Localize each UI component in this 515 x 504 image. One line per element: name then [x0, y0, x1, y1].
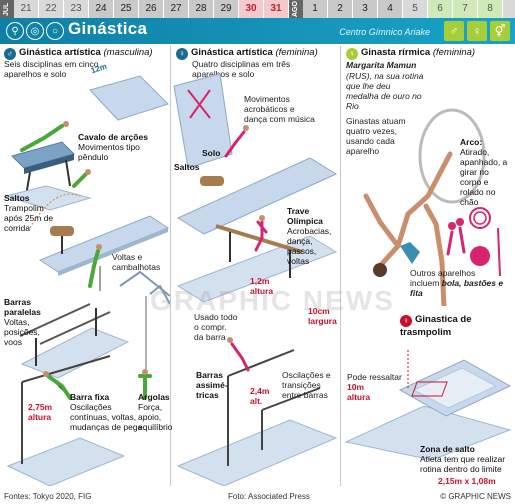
hbar-height: 2,75m altura — [28, 402, 53, 422]
section-title-men: ♂Ginástica artística (masculina) — [4, 47, 153, 60]
jump-zone-size: 2,15m x 1,08m — [438, 476, 496, 486]
men-description: Seis disciplinas em cinco aparelhos e so… — [4, 59, 99, 79]
other-apparatus: Outros aparelhos incluem bola, bastões e… — [410, 268, 504, 298]
beam-height: 1,2m altura — [250, 276, 274, 296]
day-cell: 2 — [328, 0, 353, 18]
title-bar: ⚲ ◎ ○ Ginástica Centro Gímnico Ariake ♂ … — [0, 18, 515, 44]
day-cell: 21 — [14, 0, 39, 18]
floor-note: Movimentos acrobáticos e dança com músic… — [244, 94, 315, 124]
ubars-height: 2,4m alt. — [250, 386, 270, 406]
ubars-label: Barras assimé-tricas — [196, 370, 228, 400]
watermark: GRAPHIC NEWS — [150, 285, 395, 316]
gymnast-icon: ♀ — [346, 48, 358, 60]
date-bar: JUL 21 22 23 24 25 26 27 28 29 30 31 AGO… — [0, 0, 515, 18]
day-cell: 23 — [64, 0, 89, 18]
day-cell: 29 — [214, 0, 239, 18]
venue-label: Centro Gímnico Ariake — [339, 27, 430, 37]
woman-icon: ♀ — [467, 21, 487, 41]
day-cell: 7 — [453, 0, 478, 18]
rings-note: Voltas e cambalhotas — [112, 252, 161, 272]
footer-photo: Foto: Associated Press — [228, 492, 310, 501]
rhythmic-art — [363, 108, 501, 306]
ubars-note: Oscilações e transições entre barras — [282, 370, 331, 400]
athlete-name: Margarita Mamun — [346, 60, 417, 70]
month-jul: JUL — [0, 0, 14, 18]
mixed-icon: ⚥ — [490, 21, 510, 41]
day-cell: 5 — [403, 0, 428, 18]
day-cell: 1 — [303, 0, 328, 18]
day-cell: 26 — [139, 0, 164, 18]
rings-icon: ◎ — [26, 22, 44, 40]
day-cell: 6 — [428, 0, 453, 18]
beam-width: 10cm largura — [308, 306, 337, 326]
trampoline-height-note: Pode ressaltar — [347, 372, 402, 382]
day-cell: 31 — [264, 0, 289, 18]
page-title: Ginástica — [68, 19, 148, 38]
quartet-note: Ginastas atuam quatro vezes, usando cada… — [346, 116, 406, 156]
day-cell: 3 — [353, 0, 378, 18]
trampoline-icon: ♀ — [400, 315, 412, 327]
floor-label: Solo — [202, 148, 221, 158]
day-cell: 8 — [478, 0, 503, 18]
trampoline-height: 10m altura — [347, 382, 371, 402]
men-apparatus-art — [4, 75, 170, 486]
footer-sources: Fontes: Tokyo 2020, FIG — [4, 492, 92, 501]
day-cell: 28 — [189, 0, 214, 18]
day-cell: 27 — [164, 0, 189, 18]
day-cell: 24 — [89, 0, 114, 18]
day-cell: 25 — [114, 0, 139, 18]
section-title-women: ♀Ginástica artística (feminina) — [176, 47, 318, 60]
month-ago: AGO — [289, 0, 303, 18]
day-cell: 4 — [378, 0, 403, 18]
women-description: Quatro disciplinas em três aparelhos e s… — [192, 59, 291, 79]
women-vault-label: Saltos — [174, 162, 200, 172]
footer-copyright: © GRAPHIC NEWS — [440, 492, 511, 501]
women-apparatus-art — [173, 73, 338, 486]
woman-icon: ♀ — [176, 48, 188, 60]
man-icon: ♂ — [4, 48, 16, 60]
hoop-label: Arco:Atirado, apanhado, a girar no corpo… — [460, 137, 508, 207]
athlete-desc: (RUS), na sua rotina que lhe deu medalha… — [346, 71, 424, 111]
trampoline-art — [344, 350, 512, 460]
beam-note: Usado todo o compr. da barra — [194, 312, 238, 342]
man-icon: ♂ — [444, 21, 464, 41]
day-cell: 30 — [239, 0, 264, 18]
column-divider — [170, 46, 171, 486]
section-title-trampoline: ♀Ginastica de trasmpolim — [400, 314, 472, 338]
column-divider — [340, 46, 341, 486]
hoop-icon: ○ — [46, 22, 64, 40]
section-title-rhythmic: ♀Ginasta rírmica (feminina) — [346, 47, 475, 60]
gymnast-icon: ⚲ — [6, 22, 24, 40]
day-cell: 22 — [39, 0, 64, 18]
